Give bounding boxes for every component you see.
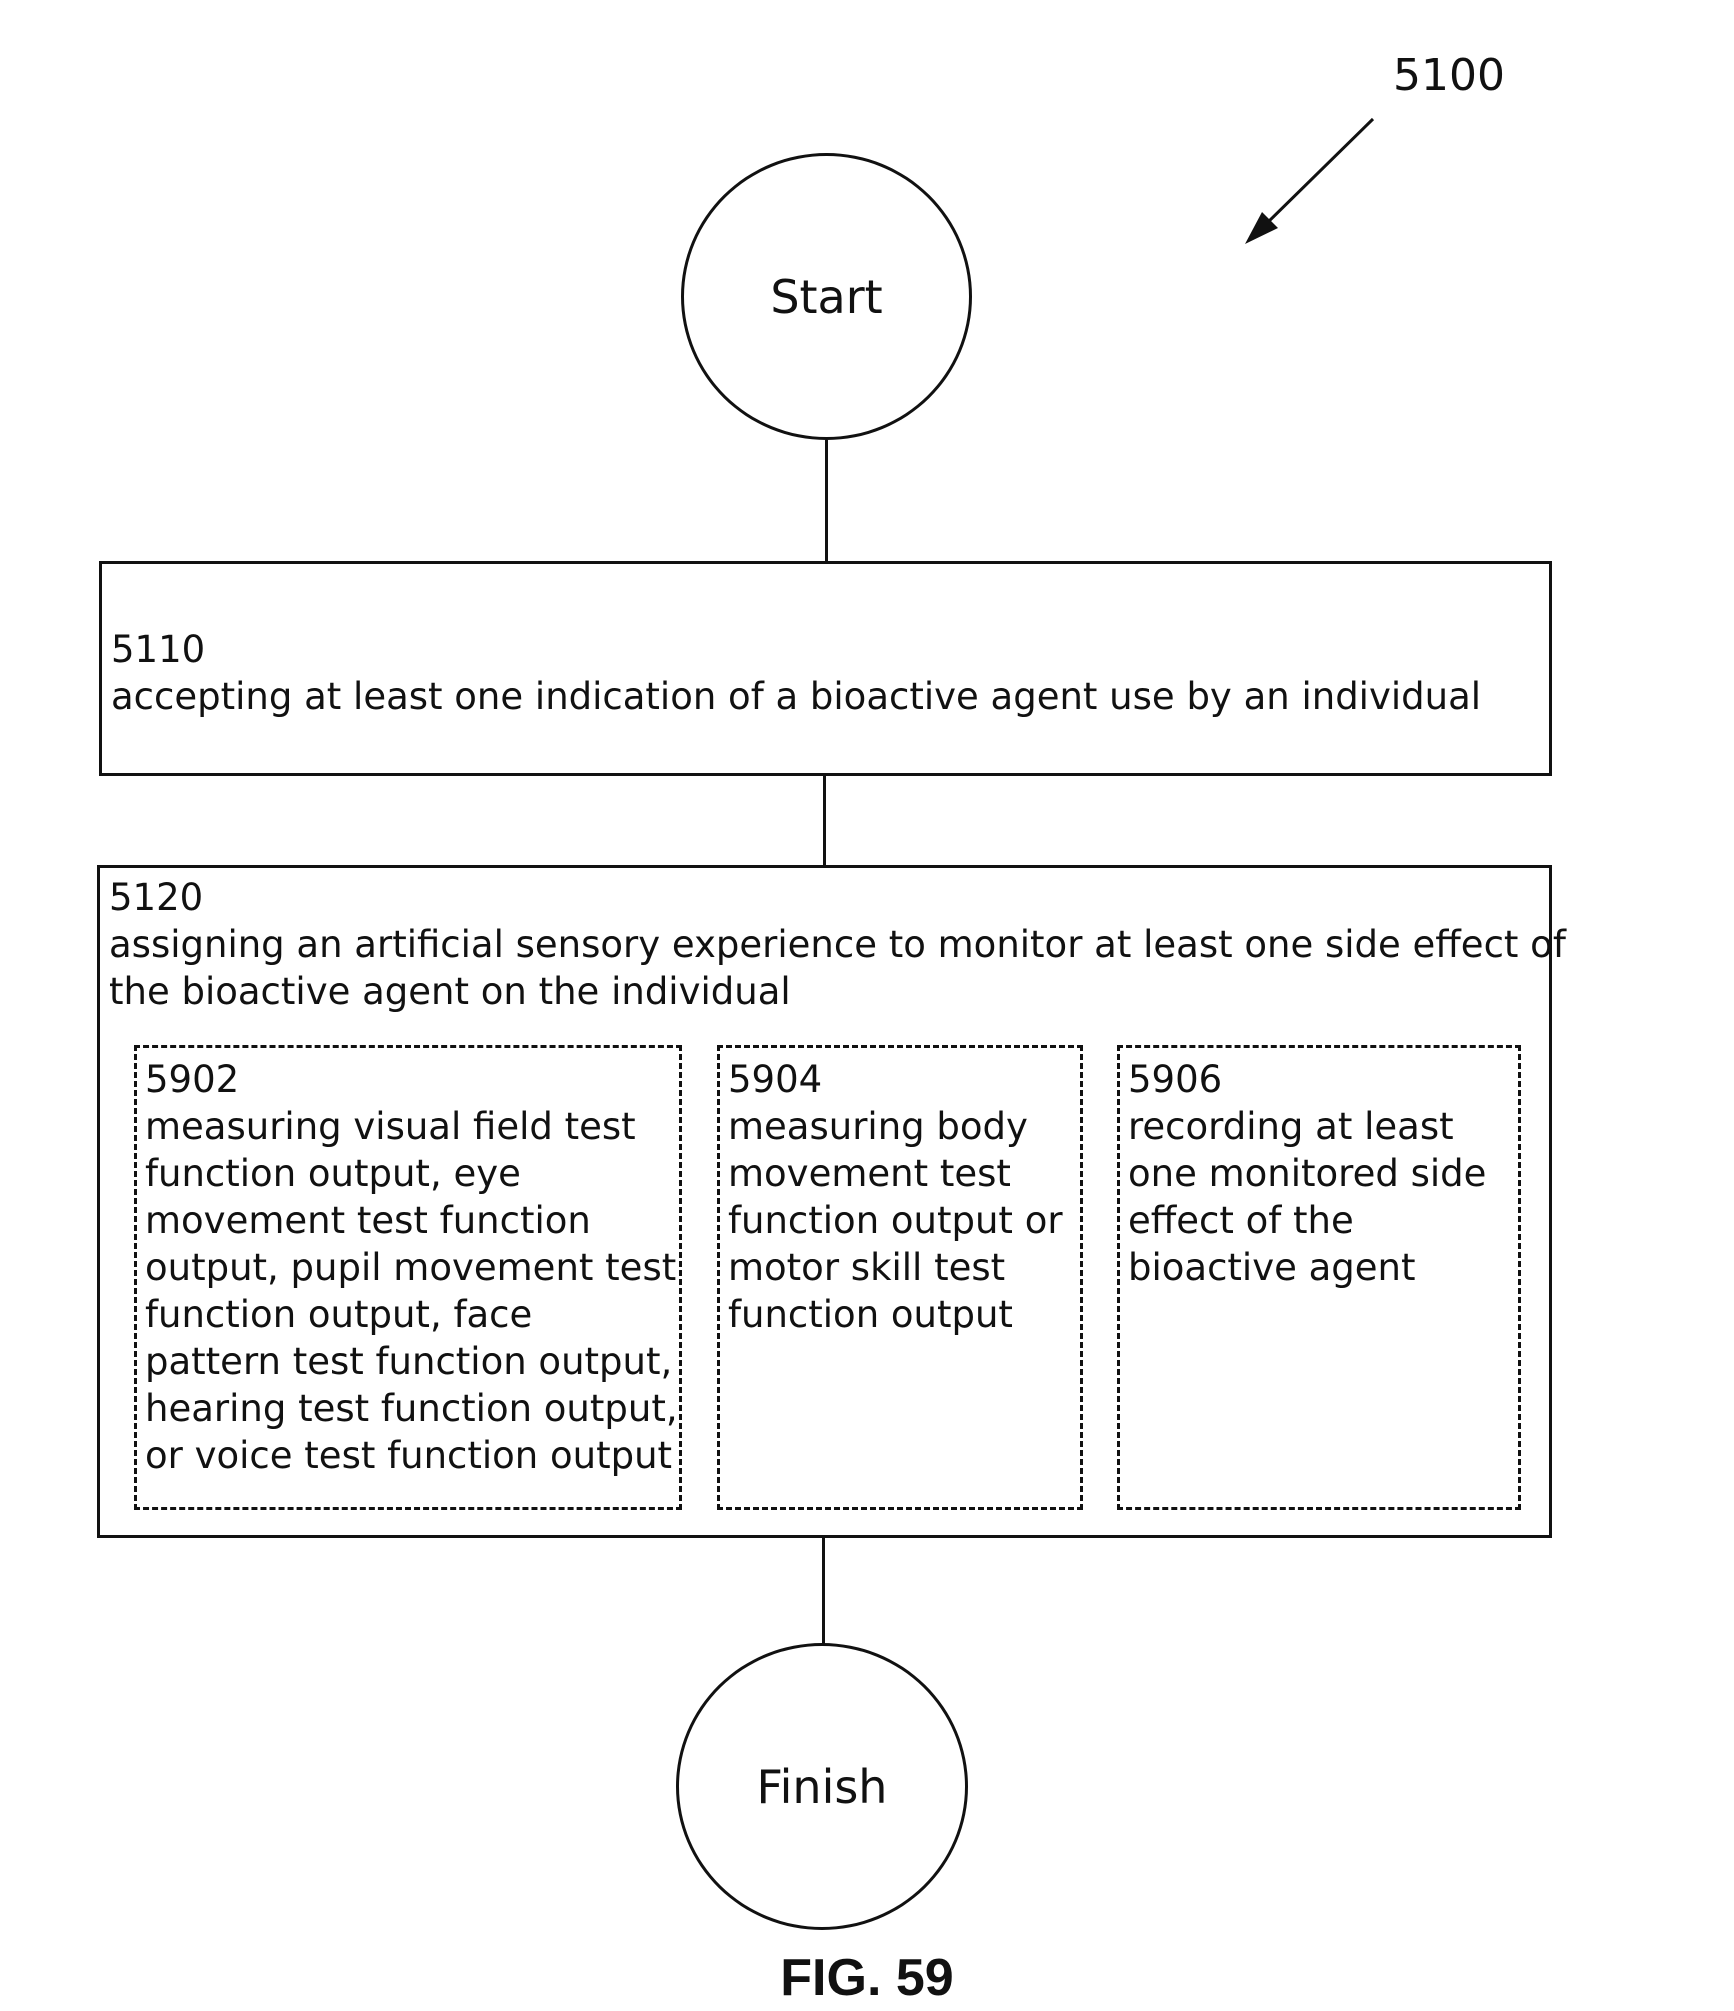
substep-5904-id: 5904 xyxy=(728,1056,1063,1103)
substep-5904-line: motor skill test xyxy=(728,1244,1063,1291)
substep-5904-line: movement test xyxy=(728,1150,1063,1197)
substep-5906-id: 5906 xyxy=(1128,1056,1486,1103)
substep-5902-line: function output, eye xyxy=(145,1150,678,1197)
substep-5906-line: one monitored side xyxy=(1128,1150,1486,1197)
substep-5902-line: pattern test function output, xyxy=(145,1338,678,1385)
substep-5902-line: hearing test function output, xyxy=(145,1385,678,1432)
substep-5902-line: output, pupil movement test xyxy=(145,1244,678,1291)
step-5120-line: assigning an artificial sensory experien… xyxy=(109,921,1566,968)
step-5120-line: the bioactive agent on the individual xyxy=(109,968,1566,1015)
start-label: Start xyxy=(770,270,882,324)
substep-box-5904: 5904 measuring body movement test functi… xyxy=(717,1045,1083,1510)
substep-5904-text: 5904 measuring body movement test functi… xyxy=(728,1056,1063,1338)
connector-start-to-5110 xyxy=(825,440,828,561)
substep-5906-line: recording at least xyxy=(1128,1103,1486,1150)
figure-caption: FIG. 59 xyxy=(0,1952,1734,2004)
finish-label: Finish xyxy=(757,1760,888,1814)
figure-reference-number: 5100 xyxy=(1393,54,1505,98)
substep-5902-line: or voice test function output xyxy=(145,1432,678,1479)
substep-5902-line: movement test function xyxy=(145,1197,678,1244)
connector-5110-to-5120 xyxy=(823,776,826,865)
step-5110-line: accepting at least one indication of a b… xyxy=(111,673,1481,720)
substep-5906-line: bioactive agent xyxy=(1128,1244,1486,1291)
step-5120-id: 5120 xyxy=(109,874,1566,921)
substep-5906-line: effect of the xyxy=(1128,1197,1486,1244)
start-terminal: Start xyxy=(681,153,972,440)
substep-box-5906: 5906 recording at least one monitored si… xyxy=(1117,1045,1521,1510)
substep-box-5902: 5902 measuring visual field test functio… xyxy=(134,1045,682,1510)
substep-5904-line: measuring body xyxy=(728,1103,1063,1150)
substep-5902-id: 5902 xyxy=(145,1056,678,1103)
substep-5902-line: function output, face xyxy=(145,1291,678,1338)
step-box-5120: 5120 assigning an artificial sensory exp… xyxy=(97,865,1552,1538)
substep-5902-line: measuring visual field test xyxy=(145,1103,678,1150)
substep-5904-line: function output or xyxy=(728,1197,1063,1244)
substep-5906-text: 5906 recording at least one monitored si… xyxy=(1128,1056,1486,1291)
step-box-5110: 5110 accepting at least one indication o… xyxy=(99,561,1552,776)
connector-5120-to-finish xyxy=(822,1538,825,1645)
step-5120-text: 5120 assigning an artificial sensory exp… xyxy=(109,874,1566,1015)
substep-5904-line: function output xyxy=(728,1291,1063,1338)
step-5110-id: 5110 xyxy=(111,626,1481,673)
substep-5902-text: 5902 measuring visual field test functio… xyxy=(145,1056,678,1479)
step-5110-text: 5110 accepting at least one indication o… xyxy=(111,626,1481,720)
finish-terminal: Finish xyxy=(676,1643,968,1930)
